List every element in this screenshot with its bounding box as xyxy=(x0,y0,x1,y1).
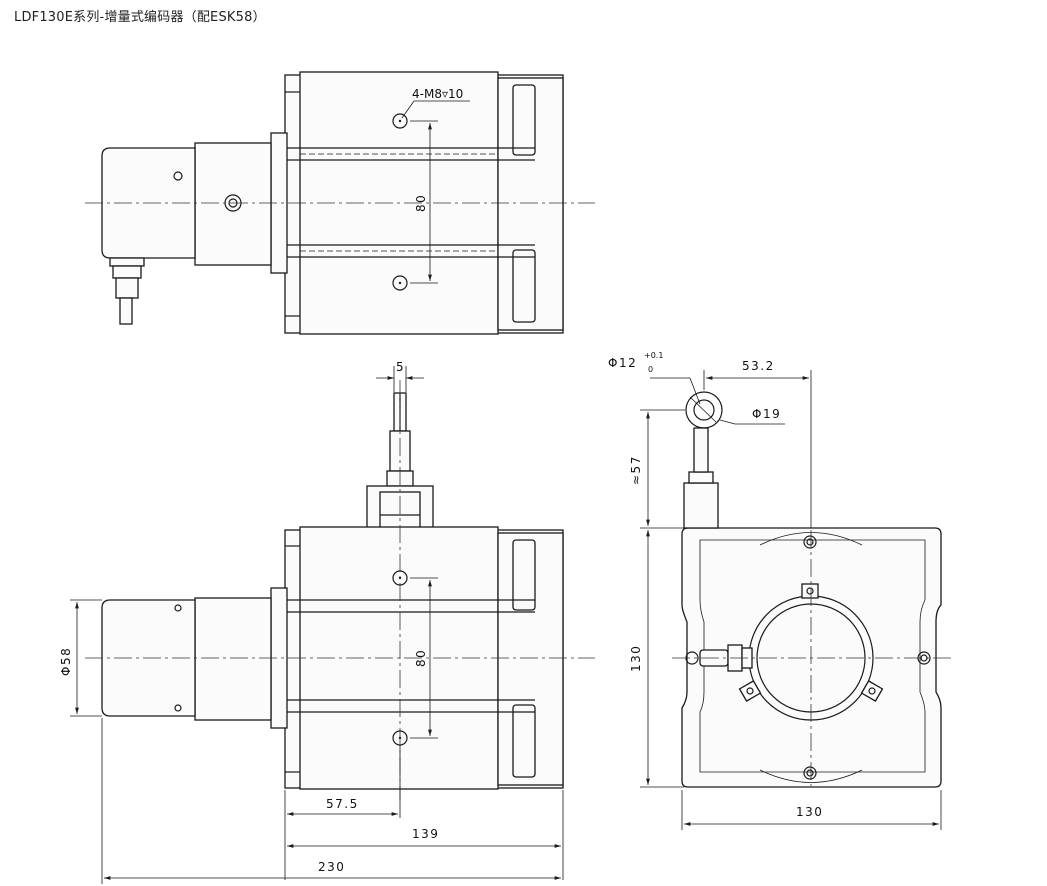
drawing-title: LDF130E系列-增量式编码器（配ESK58） xyxy=(14,10,266,25)
dim-front-80: 80 xyxy=(414,649,428,667)
dim-cable-5: 5 xyxy=(396,360,405,374)
side-eye-inner xyxy=(693,399,715,421)
side-exit xyxy=(683,482,719,529)
top-hole-lower xyxy=(392,275,408,291)
dim-eye-tol-lower: 0 xyxy=(648,365,653,374)
dim-top-80: 80 xyxy=(414,194,428,212)
front-view: 5 80 Φ58 57.5 139 230 xyxy=(59,360,595,884)
dim-139: 139 xyxy=(412,827,439,841)
dim-57-5: 57.5 xyxy=(326,797,359,811)
dim-eye-dia: Φ12 xyxy=(608,356,637,370)
side-view: 53.2 Φ12 +0.1 0 Φ19 ≈57 130 130 xyxy=(608,351,952,830)
dim-eye-outer: Φ19 xyxy=(752,407,781,421)
side-eye-outer xyxy=(685,391,723,429)
dim-230: 230 xyxy=(318,860,345,874)
dim-53-2: 53.2 xyxy=(742,359,775,373)
dim-side-width-130: 130 xyxy=(796,805,823,819)
dim-eye-tol-upper: +0.1 xyxy=(644,351,663,360)
top-view: 80 4-M8▿10 xyxy=(85,71,595,335)
top-hole-upper xyxy=(392,113,408,129)
dim-side-130: 130 xyxy=(629,645,643,672)
side-housing xyxy=(681,527,942,788)
top-adapter xyxy=(194,142,272,266)
thread-callout: 4-M8▿10 xyxy=(412,87,463,101)
dim-encoder-dia: Φ58 xyxy=(59,647,73,676)
dim-approx-57: ≈57 xyxy=(629,455,643,485)
